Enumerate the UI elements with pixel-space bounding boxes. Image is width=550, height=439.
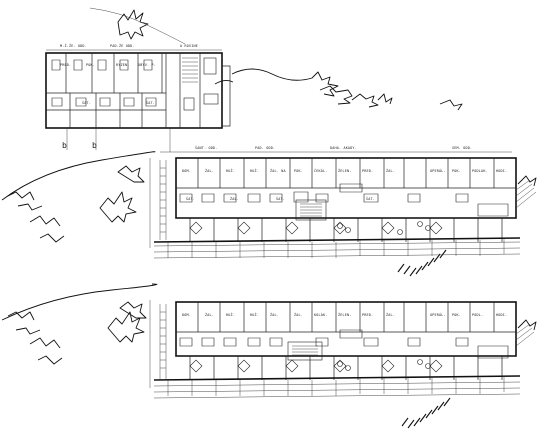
svg-text:HODI.: HODI. xyxy=(496,169,507,173)
svg-text:PRED.: PRED. xyxy=(362,313,373,317)
svg-text:ŠAT.: ŠAT. xyxy=(276,196,285,201)
svg-text:PAD.ŽE ODD.: PAD.ŽE ODD. xyxy=(110,43,135,48)
svg-text:ŽAL.: ŽAL. xyxy=(230,196,239,201)
svg-text:A ROVINE: A ROVINE xyxy=(180,44,198,48)
svg-text:DOM.: DOM. xyxy=(182,169,191,173)
svg-text:ŽAL.: ŽAL. xyxy=(205,312,214,317)
svg-text:SEM. ODD.: SEM. ODD. xyxy=(452,146,472,150)
plan-upper: M.Ž.ŽE. ODD. PAD.ŽE ODD. A ROVINE PRED. P… xyxy=(45,7,463,152)
svg-text:OPERÁL.: OPERÁL. xyxy=(430,312,446,317)
svg-text:RUŽ.: RUŽ. xyxy=(226,168,235,173)
svg-text:POK.: POK. xyxy=(452,313,461,317)
svg-text:HODI.: HODI. xyxy=(496,313,507,317)
svg-text:PRED.: PRED. xyxy=(362,169,373,173)
svg-text:ŽAL.: ŽAL. xyxy=(294,312,303,317)
svg-text:ŠAT.: ŠAT. xyxy=(366,196,375,201)
svg-text:ŽAL.: ŽAL. xyxy=(386,312,395,317)
svg-text:M.Ž.ŽE. ODD.: M.Ž.ŽE. ODD. xyxy=(60,43,87,48)
svg-text:PRED.: PRED. xyxy=(60,63,71,67)
svg-text:POK.: POK. xyxy=(294,169,303,173)
plan-lower: DOM.ŽAL. RUŽ.RUŽ. ŽAL.ŽAL. KOLÁK.ŽELEN. … xyxy=(1,283,537,429)
svg-text:PAD. ODD.: PAD. ODD. xyxy=(255,146,275,150)
upper-outline xyxy=(45,52,223,129)
svg-text:POK.: POK. xyxy=(86,63,95,67)
svg-text:ŽAL.: ŽAL. xyxy=(205,168,214,173)
svg-text:KOLÁK.: KOLÁK. xyxy=(314,312,327,317)
contour-line xyxy=(89,7,186,45)
svg-text:POK.: POK. xyxy=(452,169,461,173)
svg-text:ŠAT.: ŠAT. xyxy=(82,100,91,105)
terrain-upper xyxy=(117,9,463,111)
svg-text:ŽAL. NA: ŽAL. NA xyxy=(270,168,286,173)
svg-text:ČEKÁL.: ČEKÁL. xyxy=(314,168,327,173)
ramp-hatch-lower xyxy=(401,397,451,429)
section-mark-b1: b xyxy=(62,141,67,150)
svg-text:OBÝV. P.: OBÝV. P. xyxy=(138,62,156,67)
svg-text:PODL.: PODL. xyxy=(472,313,483,317)
svg-text:RUŽ.: RUŽ. xyxy=(226,312,235,317)
ramp-hatch-middle xyxy=(397,249,447,277)
svg-text:RUŽ.: RUŽ. xyxy=(250,168,259,173)
svg-text:PODLAH.: PODLAH. xyxy=(472,169,488,173)
plan-middle: ŠANT. ODD. PAD. ODD. DAHA. AKADY. SEM. O… xyxy=(1,145,537,277)
svg-text:OPERÁL.: OPERÁL. xyxy=(430,168,446,173)
svg-text:ŽELEN.: ŽELEN. xyxy=(338,312,351,317)
svg-text:RUŽ.: RUŽ. xyxy=(250,312,259,317)
svg-text:DOM.: DOM. xyxy=(182,313,191,317)
section-mark-b2: b xyxy=(92,141,97,150)
terrain-middle-left xyxy=(1,151,156,243)
svg-text:RYZEN.: RYZEN. xyxy=(116,63,129,67)
svg-text:ŠANT. ODD.: ŠANT. ODD. xyxy=(195,145,217,150)
lower-outline xyxy=(175,301,517,357)
svg-text:DAHA. AKADY.: DAHA. AKADY. xyxy=(330,146,357,150)
svg-text:ŽELEN.: ŽELEN. xyxy=(338,168,351,173)
svg-text:ŠAT.: ŠAT. xyxy=(186,196,195,201)
terrain-lower-left xyxy=(1,283,158,365)
svg-text:ŠAT.: ŠAT. xyxy=(146,100,155,105)
svg-text:ŽAL.: ŽAL. xyxy=(270,312,279,317)
svg-text:ŽAL.: ŽAL. xyxy=(386,168,395,173)
